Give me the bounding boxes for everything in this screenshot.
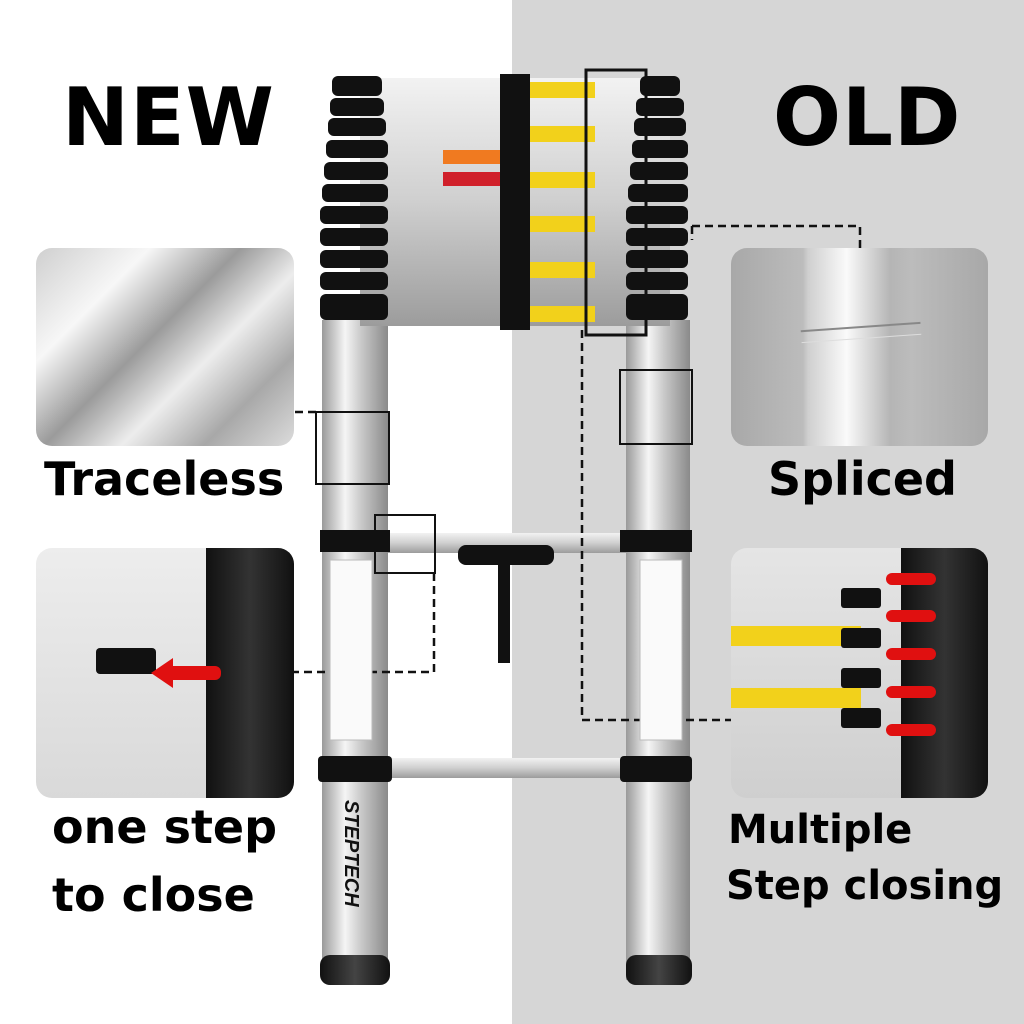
extended-rung-1 bbox=[388, 533, 628, 553]
feature-spliced: Spliced bbox=[768, 452, 957, 506]
photo-one-step-close bbox=[36, 548, 294, 798]
feature-traceless: Traceless bbox=[44, 452, 285, 506]
feature-multiple-line-2: Step closing bbox=[726, 863, 1004, 909]
photo-traceless-tube bbox=[36, 248, 294, 446]
extended-rung-2 bbox=[388, 758, 628, 778]
new-lock-box bbox=[374, 514, 436, 574]
old-heading: OLD bbox=[773, 71, 962, 164]
right-foot bbox=[626, 955, 692, 985]
feature-one-step-line-2: to close bbox=[52, 868, 255, 922]
new-heading: NEW bbox=[62, 71, 275, 164]
collapsed-rung-stack bbox=[320, 68, 688, 337]
left-foot bbox=[320, 955, 390, 985]
rung-handle bbox=[458, 545, 554, 565]
feature-one-step-line-1: one step bbox=[52, 800, 278, 854]
photo-multiple-step-closing bbox=[731, 548, 988, 798]
brand-logo: STEPTECH bbox=[340, 800, 362, 907]
safety-label-strip bbox=[329, 559, 683, 741]
new-joint-box bbox=[315, 411, 390, 485]
old-joint-box bbox=[619, 369, 693, 445]
feature-multiple-line-1: Multiple bbox=[728, 807, 913, 853]
photo-spliced-tube bbox=[731, 248, 988, 446]
